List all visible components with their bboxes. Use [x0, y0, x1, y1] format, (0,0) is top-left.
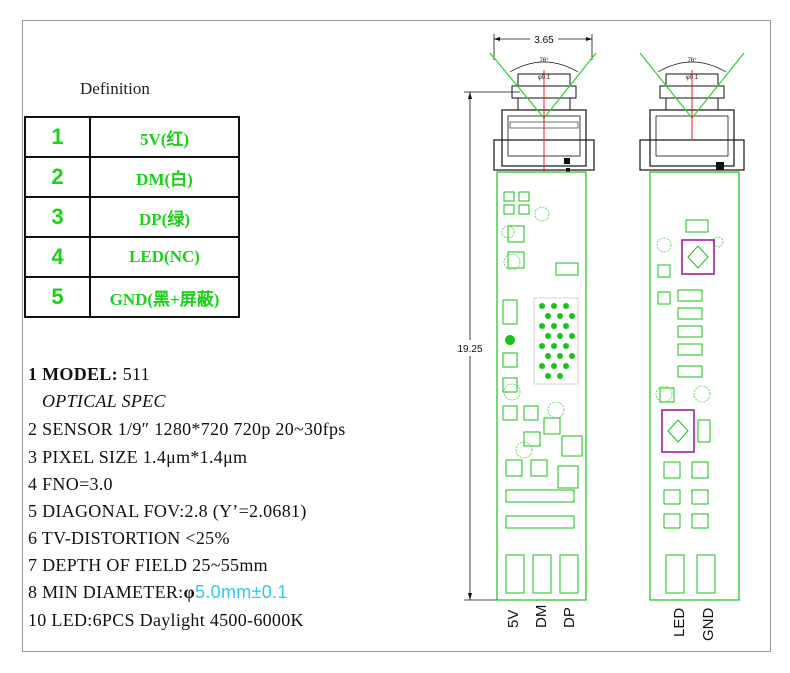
spec-distortion: 6 TV-DISTORTION <25%: [28, 528, 230, 548]
pad-label-led: LED: [671, 608, 688, 637]
optical-spec-header: OPTICAL SPEC: [42, 391, 166, 412]
fov-angle-front: 76°: [539, 58, 549, 64]
pin-signal: DM(白): [89, 156, 240, 198]
model-value: 511: [122, 364, 150, 384]
front-view: 3.65 76° φ0.1 19.25: [457, 34, 597, 628]
pcb-front: [496, 171, 587, 601]
pin-number: 2: [24, 156, 91, 198]
spec-fov: 5 DIAGONAL FOV:2.8 (Y’=2.0681): [28, 501, 307, 521]
led-box-lower: [661, 409, 695, 453]
pin-signal: LED(NC): [89, 236, 240, 278]
spec-led: 10 LED:6PCS Daylight 4500-6000K: [28, 610, 304, 631]
pcb-back: [649, 171, 740, 601]
spec-model: 1 MODEL: 511: [28, 364, 150, 385]
pad-label-dp: DP: [561, 607, 578, 628]
led-label: 10 LED:6PCS: [28, 610, 135, 630]
min-diameter-label: 8 MIN DIAMETER:: [28, 582, 184, 602]
spec-sensor: 2 SENSOR 1/9″ 1280*720 720p 20~30fps: [28, 419, 346, 439]
led-box-upper: [681, 239, 715, 275]
pin-signal: GND(黑+屏蔽): [89, 276, 240, 318]
width-dimension: 3.65: [534, 35, 554, 46]
min-diameter-value: 5.0mm±0.1: [195, 582, 288, 602]
pad-label-dm: DM: [533, 605, 550, 628]
spec-min-diameter: 8 MIN DIAMETER:φ5.0mm±0.1: [28, 582, 288, 603]
optical-spec-label: OPTICAL SPEC: [42, 391, 166, 411]
pin-number: 3: [24, 196, 91, 238]
pin-number: 5: [24, 276, 91, 318]
definition-title: Definition: [80, 79, 150, 98]
pin-signal: DP(绿): [89, 196, 240, 238]
phi-symbol: φ: [183, 582, 196, 602]
pad-label-gnd: GND: [700, 608, 717, 642]
length-dimension: 19.25: [457, 344, 482, 355]
pin-number: 1: [24, 116, 91, 158]
led-value: Daylight 4500-6000K: [139, 610, 304, 630]
spec-pixel-size: 3 PIXEL SIZE 1.4μm*1.4μm: [28, 447, 248, 467]
pad-label-5v: 5V: [505, 610, 522, 628]
fov-angle-back: 76°: [687, 58, 697, 64]
pin-number: 4: [24, 236, 91, 278]
drawing-frame: [22, 20, 771, 652]
pin-signal: 5V(红): [89, 116, 240, 158]
spec-depth-of-field: 7 DEPTH OF FIELD 25~55mm: [28, 555, 268, 575]
back-view: 76° φ0.1: [639, 52, 745, 642]
model-label: 1 MODEL:: [28, 364, 118, 384]
spec-fno: 4 FNO=3.0: [28, 474, 113, 494]
